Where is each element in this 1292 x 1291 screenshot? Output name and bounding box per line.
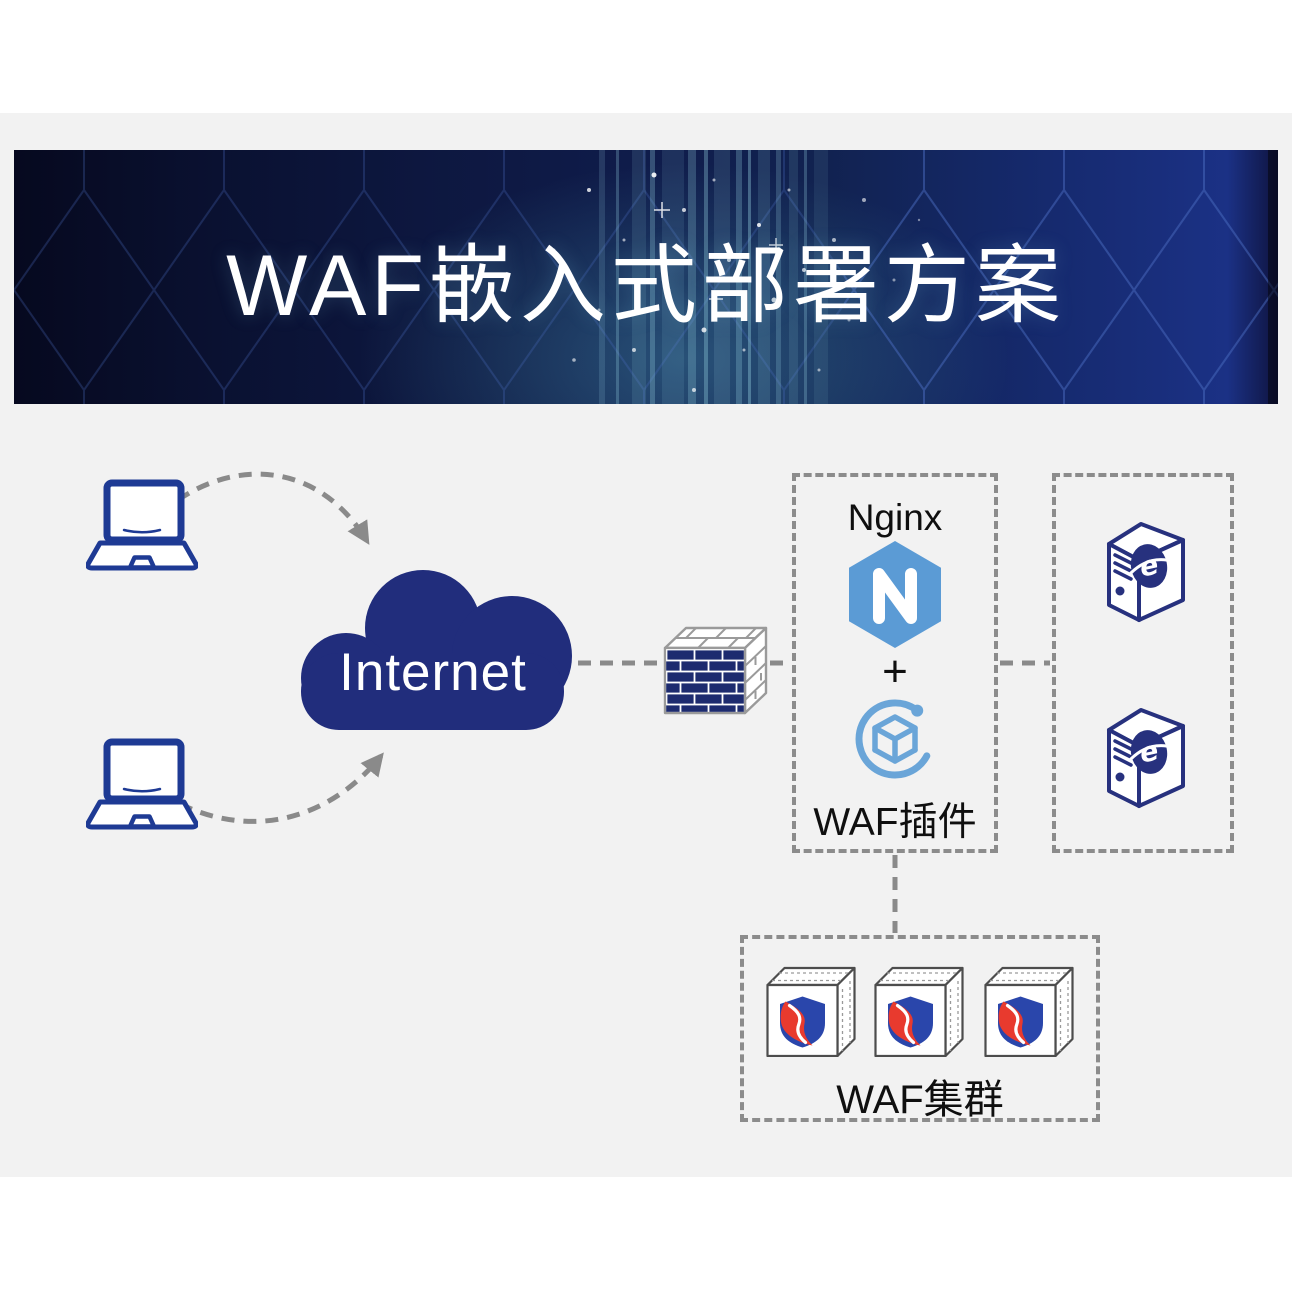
waf-plugin-icon	[855, 699, 931, 779]
web-server-icon	[1105, 514, 1189, 626]
waf-cluster-group: WAF集群	[740, 935, 1100, 1122]
cloud-icon	[301, 570, 572, 730]
firewall-icon	[663, 626, 768, 715]
banner-light-streaks	[599, 150, 828, 404]
laptop-icon	[86, 738, 198, 830]
page-title: WAF嵌入式部署方案	[226, 237, 1066, 334]
internet-cloud: Internet	[288, 556, 578, 746]
internet-label: Internet	[339, 643, 527, 702]
nginx-label: Nginx	[847, 497, 943, 538]
web-servers-group	[1052, 473, 1234, 853]
nginx-plugin-group: Nginx + WAF插件	[792, 473, 998, 853]
laptop-icon	[86, 479, 198, 571]
connector-laptop1-to-internet	[176, 471, 370, 545]
banner-sparkles	[552, 172, 921, 392]
banner-diamond-pattern-right	[844, 150, 1278, 404]
banner-right-edge	[1268, 150, 1278, 404]
waf-cluster-label: WAF集群	[836, 1078, 1004, 1122]
connector-laptop2-to-internet	[178, 752, 384, 824]
plus-sign: +	[882, 647, 908, 696]
web-server-icon	[1105, 700, 1189, 812]
waf-plugin-label: WAF插件	[813, 801, 977, 844]
banner-decoration	[14, 150, 1278, 404]
nginx-logo-icon	[849, 541, 941, 648]
banner: WAF嵌入式部署方案	[14, 150, 1278, 404]
waf-node-icon	[984, 966, 1074, 1057]
waf-node-icon	[874, 966, 964, 1057]
waf-node-icon	[766, 966, 856, 1057]
